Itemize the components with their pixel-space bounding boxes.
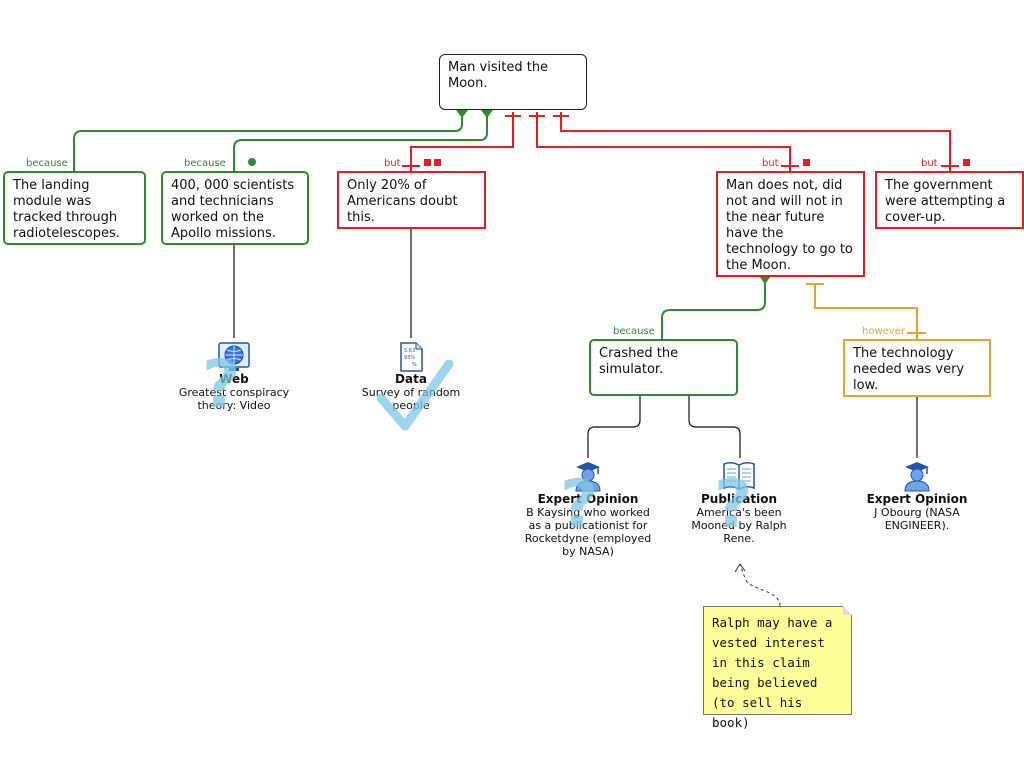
sticky-note[interactable]: Ralph may have a vested interest in this… xyxy=(703,606,852,730)
evaluation-dot xyxy=(248,158,256,166)
reason-box-3[interactable]: Crashed the simulator. xyxy=(589,339,738,396)
evidence-type: Web xyxy=(219,372,249,386)
objection-rank-mark xyxy=(963,159,970,166)
evidence-description: Survey of random people xyxy=(361,386,461,412)
objection-rank-mark xyxy=(803,159,810,166)
but-label: but xyxy=(762,158,779,169)
globe-icon xyxy=(218,342,250,371)
objection-text: Only 20% of Americans doubt this. xyxy=(347,178,458,225)
evidence-publication[interactable]: Publication America's been Mooned by Ral… xyxy=(684,460,794,545)
objection-text: Man does not, did not and will not in th… xyxy=(726,178,853,273)
connector-rebuttal-1 xyxy=(814,284,918,339)
evidence-link-4 xyxy=(688,396,741,458)
note-link xyxy=(739,564,781,607)
evidence-type: Publication xyxy=(700,492,777,506)
connector-reason-3 xyxy=(661,276,766,339)
evidence-description: J Obourg (NASA ENGINEER). xyxy=(874,506,960,532)
objection-rank-mark xyxy=(434,159,441,166)
reason-box-2[interactable]: 400, 000 scientists and technicians work… xyxy=(161,171,309,245)
evidence-expert-opinion-1[interactable]: Expert Opinion B Kaysing who worked as a… xyxy=(520,460,656,558)
connector-reason-2 xyxy=(233,110,488,171)
evidence-type: Data xyxy=(395,372,427,386)
svg-text:5.63: 5.63 xyxy=(404,348,415,354)
evidence-expert-opinion-2[interactable]: Expert Opinion J Obourg (NASA ENGINEER). xyxy=(860,460,974,532)
objection-box-2[interactable]: Man does not, did not and will not in th… xyxy=(716,171,865,277)
objection-box-1[interactable]: Only 20% of Americans doubt this. xyxy=(337,171,486,229)
claim-text: Man visited the Moon. xyxy=(448,60,549,91)
because-label: because xyxy=(26,158,68,169)
evidence-web[interactable]: Web Greatest conspiracy theory: Video xyxy=(163,342,305,412)
note-fold xyxy=(843,606,852,615)
support-joint-3 xyxy=(759,276,771,284)
evidence-data[interactable]: 5.63 93% % Data Survey of random people xyxy=(353,342,469,412)
evidence-type: Expert Opinion xyxy=(866,492,968,506)
evidence-type: Expert Opinion xyxy=(537,492,639,506)
evidence-link-3 xyxy=(587,396,641,458)
rebuttal-text: The technology needed was very low. xyxy=(853,346,965,393)
reason-text: Crashed the simulator. xyxy=(599,346,679,377)
support-joint-2 xyxy=(481,110,493,118)
reason-text: The landing module was tracked through r… xyxy=(13,178,120,241)
connector-reason-1 xyxy=(73,110,463,171)
connector-objection-2 xyxy=(536,112,791,171)
objection-text: The government were attempting a cover-u… xyxy=(885,178,1006,225)
book-icon xyxy=(723,461,755,490)
data-sheet-icon: 5.63 93% % xyxy=(400,342,423,372)
evidence-description: Greatest conspiracy theory: Video xyxy=(178,386,290,412)
because-label: because xyxy=(613,326,655,337)
graduate-icon xyxy=(904,462,930,492)
however-label: however xyxy=(862,326,905,337)
note-text: Ralph may have a vested interest in this… xyxy=(712,615,833,730)
connector-objection-1 xyxy=(410,112,514,171)
because-label: because xyxy=(184,158,226,169)
reason-box-1[interactable]: The landing module was tracked through r… xyxy=(3,171,146,245)
rebuttal-box-1[interactable]: The technology needed was very low. xyxy=(843,339,991,397)
evidence-description: B Kaysing who worked as a publicationist… xyxy=(524,506,652,558)
main-claim[interactable]: Man visited the Moon. xyxy=(439,54,587,110)
graduate-icon xyxy=(575,462,601,492)
svg-text:%: % xyxy=(412,362,417,368)
connector-objection-3 xyxy=(560,112,951,171)
evidence-description: America's been Mooned by Ralph Rene. xyxy=(691,506,787,545)
objection-box-3[interactable]: The government were attempting a cover-u… xyxy=(875,171,1024,229)
reason-text: 400, 000 scientists and technicians work… xyxy=(171,178,295,241)
but-label: but xyxy=(384,158,401,169)
svg-text:93%: 93% xyxy=(404,355,415,361)
but-label: but xyxy=(921,158,938,169)
objection-rank-mark xyxy=(424,159,431,166)
support-joint-1 xyxy=(456,110,468,118)
